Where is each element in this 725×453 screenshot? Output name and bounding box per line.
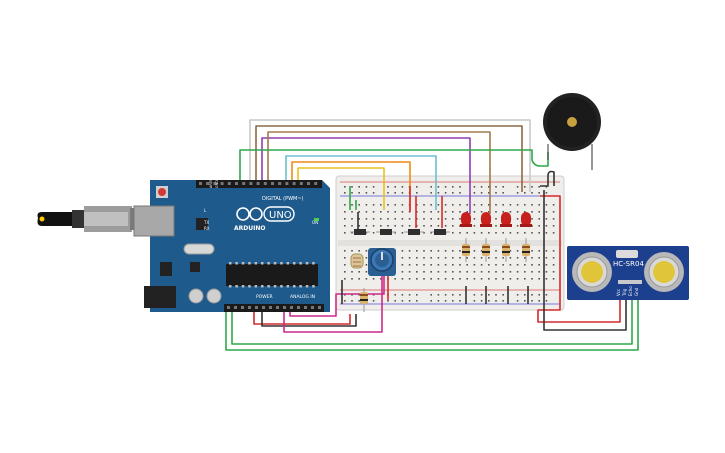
sensor-pin-echo: Echo bbox=[628, 286, 633, 296]
on-label: ON bbox=[312, 220, 318, 225]
header-pins bbox=[199, 182, 321, 309]
wire-purple bbox=[261, 137, 471, 214]
breadboard[interactable] bbox=[335, 175, 565, 311]
led-red bbox=[500, 212, 512, 227]
wire-black-gnd bbox=[261, 306, 357, 327]
potentiometer[interactable] bbox=[368, 248, 396, 276]
resistor bbox=[376, 229, 396, 235]
resistors-top bbox=[350, 229, 450, 235]
wire-brown bbox=[255, 125, 523, 192]
photoresistor[interactable] bbox=[350, 253, 364, 269]
sensor-pin-trig: Trig bbox=[622, 288, 627, 297]
leds[interactable] bbox=[460, 212, 532, 227]
board-brand-label: ARDUINO bbox=[234, 225, 265, 232]
wires bbox=[225, 119, 639, 351]
wire-brown-2 bbox=[267, 131, 491, 214]
led-tx-label: TX bbox=[203, 220, 209, 225]
wire-pink bbox=[283, 262, 383, 333]
wire-yellow bbox=[297, 167, 385, 210]
sensor-label: HC-SR04 bbox=[613, 260, 644, 268]
led-red bbox=[460, 212, 472, 227]
arduino-uno[interactable]: UNO ARDUINO DIGITAL (PWM~) POWER ANALOG … bbox=[37, 179, 331, 312]
led-red bbox=[480, 212, 492, 227]
digital-header-label: DIGITAL (PWM~) bbox=[262, 196, 304, 202]
wire-black-sensor bbox=[540, 170, 627, 331]
resistor bbox=[350, 229, 370, 235]
led-red bbox=[520, 212, 532, 227]
chip-pins bbox=[229, 262, 315, 288]
wire-cyan bbox=[285, 155, 437, 210]
analog-header-label: ANALOG IN bbox=[290, 294, 315, 300]
ultrasonic-sensor[interactable]: HC-SR04 Vcc Trig Echo Gnd bbox=[567, 246, 689, 300]
arduino-logo: UNO ARDUINO bbox=[234, 206, 295, 232]
resistor bbox=[404, 229, 424, 235]
resistors-led bbox=[360, 238, 530, 312]
board-model-label: UNO bbox=[269, 210, 292, 221]
wire-pink-2 bbox=[289, 262, 385, 317]
led-rx-label: RX bbox=[204, 226, 210, 231]
gnd-label: GND bbox=[215, 180, 219, 188]
usb-cable bbox=[37, 206, 140, 232]
piezo-buzzer[interactable] bbox=[543, 93, 601, 170]
sensor-pin-gnd: Gnd bbox=[634, 287, 639, 296]
wire-red-sensor bbox=[537, 195, 621, 323]
resistor bbox=[430, 229, 450, 235]
sensor-pin-vcc: Vcc bbox=[616, 289, 621, 296]
wire-green-buzzer bbox=[239, 149, 549, 182]
aref-label: AREF bbox=[209, 179, 213, 188]
breadboard-holes bbox=[344, 186, 555, 302]
wire-red-power bbox=[253, 306, 351, 325]
on-led bbox=[314, 218, 319, 221]
led-l-label: L bbox=[204, 208, 207, 213]
wire-gray bbox=[249, 119, 531, 192]
power-header-label: POWER bbox=[256, 294, 273, 300]
